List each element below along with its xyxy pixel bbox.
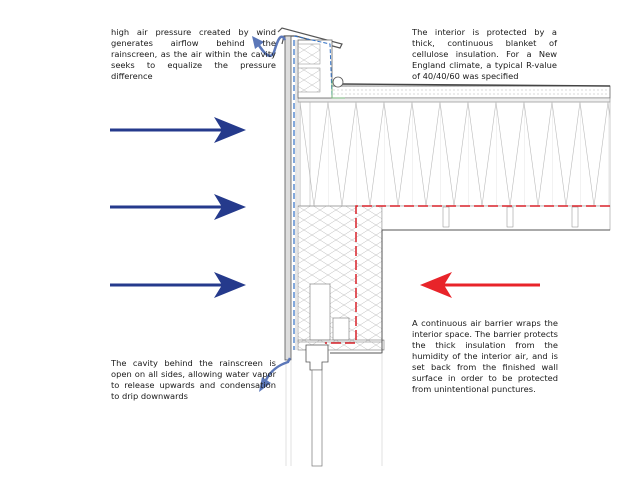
airflow-up-arrow-icon [252, 35, 287, 58]
wind-arrow-icon [110, 194, 246, 220]
note-wind-pressure: high air pressure created by wind genera… [111, 27, 276, 81]
wall-assembly [297, 101, 611, 354]
parapet [277, 27, 345, 99]
interior-arrow-icon [420, 272, 540, 298]
roof-assembly [297, 76, 611, 207]
wind-arrow-icon [110, 272, 246, 298]
window [285, 344, 383, 467]
airflow-down-arrow-icon [259, 357, 292, 392]
rainscreen [284, 35, 297, 361]
note-air-barrier: A continuous air barrier wraps the inter… [412, 318, 558, 394]
cellulose-insulation-roof [299, 101, 611, 207]
note-cavity: The cavity behind the rainscreen is open… [111, 358, 276, 401]
wind-arrow-icon [110, 117, 246, 143]
air-barrier [325, 205, 610, 344]
note-insulation: The interior is protected by a thick, co… [412, 27, 557, 81]
wind-arrows [110, 117, 246, 298]
